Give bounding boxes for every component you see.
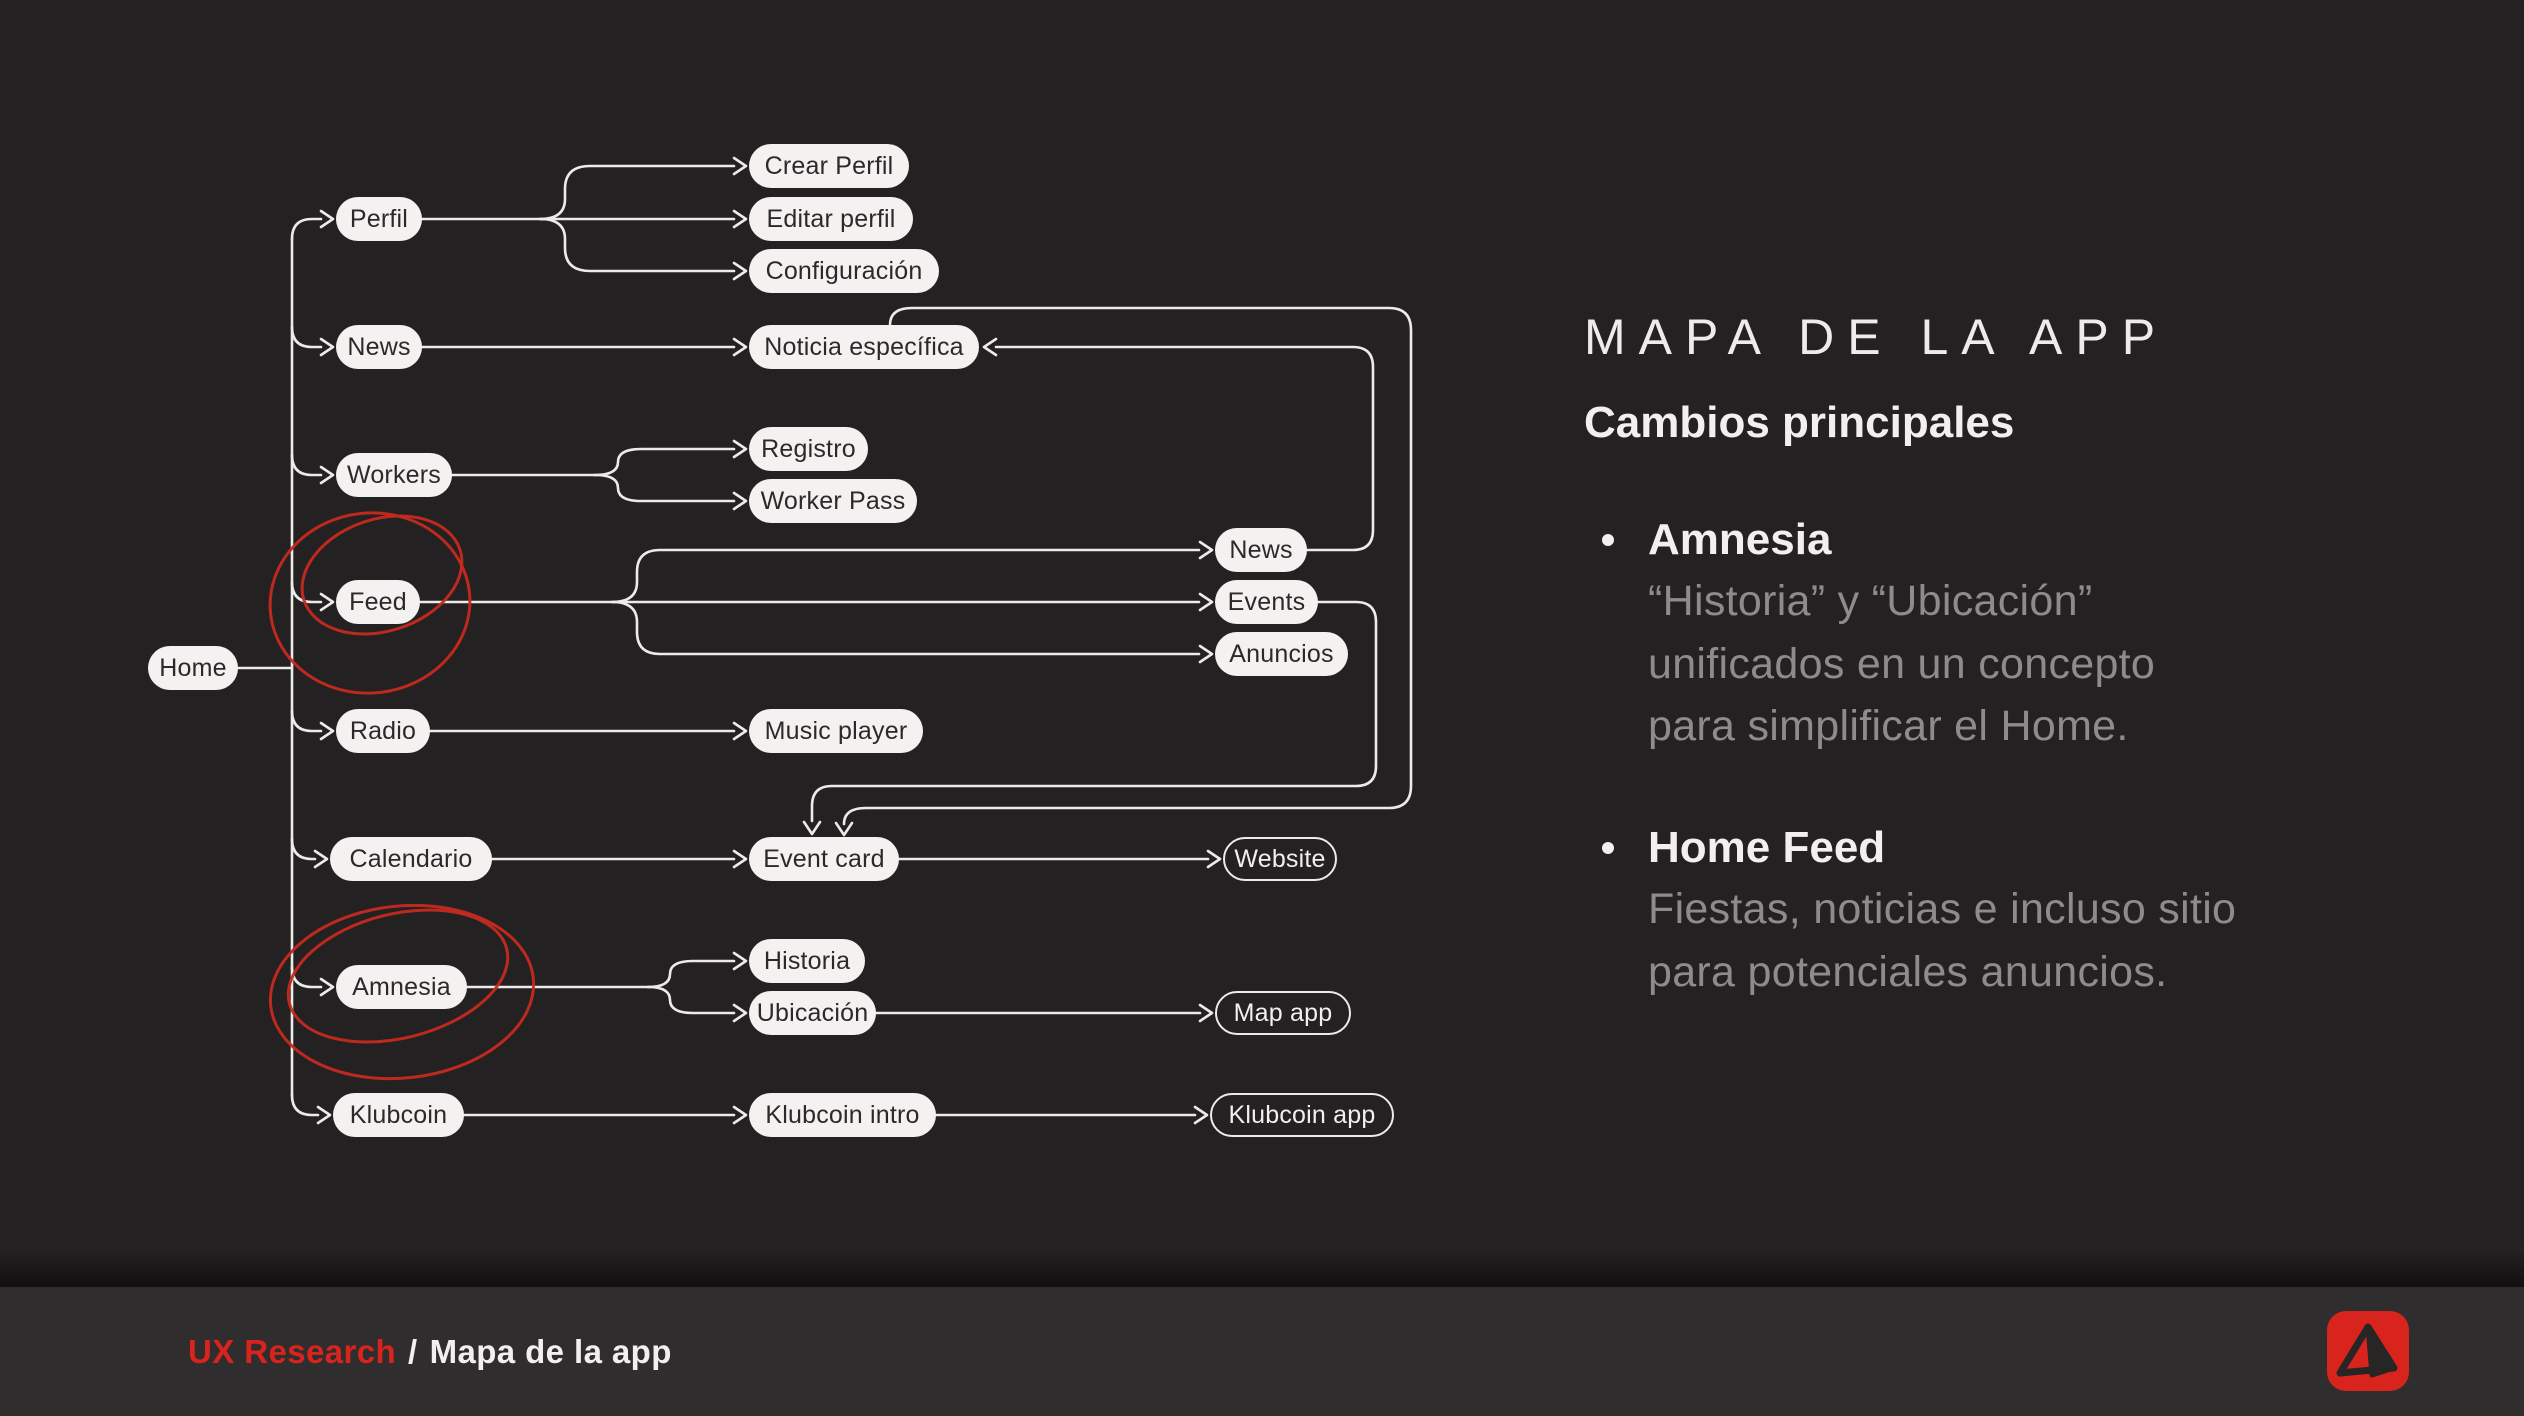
node-ubicacion: Ubicación bbox=[749, 991, 876, 1035]
node-feed-news: News bbox=[1215, 528, 1307, 572]
breadcrumb-section: UX Research bbox=[188, 1332, 397, 1370]
bullet-amnesia: Amnesia “Historia” y “Ubicación” unifica… bbox=[1602, 514, 2464, 758]
red-circle-feed bbox=[268, 511, 472, 695]
node-configuracion: Configuración bbox=[749, 249, 939, 293]
notes-panel: MAPA DE LA APP Cambios principales Amnes… bbox=[1584, 308, 2464, 1068]
page-title: MAPA DE LA APP bbox=[1584, 309, 2169, 365]
node-editar-perfil: Editar perfil bbox=[749, 197, 913, 241]
node-historia: Historia bbox=[749, 939, 865, 983]
node-klubcoin-app: Klubcoin app bbox=[1210, 1093, 1394, 1137]
bullet-dot bbox=[1602, 534, 1614, 546]
node-workers: Workers bbox=[336, 453, 452, 497]
node-music-player: Music player bbox=[749, 709, 923, 753]
footer-bar: UX Research / Mapa de la app bbox=[0, 1287, 2524, 1416]
page-subtitle: Cambios principales bbox=[1584, 398, 2015, 447]
bullet-body: Fiestas, noticias e incluso sitio para p… bbox=[1648, 885, 2237, 996]
node-worker-pass: Worker Pass bbox=[749, 479, 917, 523]
bullet-heading: Home Feed bbox=[1648, 823, 1886, 873]
node-calendario: Calendario bbox=[330, 837, 492, 881]
node-website: Website bbox=[1223, 837, 1337, 881]
node-klubcoin: Klubcoin bbox=[333, 1093, 464, 1137]
bullet-home-feed: Home Feed Fiestas, noticias e incluso si… bbox=[1602, 822, 2464, 1003]
node-perfil: Perfil bbox=[336, 197, 422, 241]
node-registro: Registro bbox=[749, 427, 868, 471]
breadcrumb: UX Research / Mapa de la app bbox=[188, 1287, 672, 1416]
node-noticia-especifica: Noticia específica bbox=[749, 325, 979, 369]
node-klubcoin-intro: Klubcoin intro bbox=[749, 1093, 936, 1137]
red-circle-amnesia bbox=[268, 903, 536, 1081]
node-feed-anuncios: Anuncios bbox=[1215, 632, 1348, 676]
pyramid-logo-icon bbox=[2327, 1311, 2409, 1391]
breadcrumb-separator: / bbox=[408, 1332, 418, 1370]
breadcrumb-page: Mapa de la app bbox=[429, 1332, 672, 1370]
bullet-body: “Historia” y “Ubicación” unificados en u… bbox=[1648, 576, 2156, 751]
node-crear-perfil: Crear Perfil bbox=[749, 144, 909, 188]
node-feed-events: Events bbox=[1215, 580, 1318, 624]
node-amnesia: Amnesia bbox=[336, 965, 467, 1009]
bullet-heading: Amnesia bbox=[1648, 515, 1832, 564]
footer-shadow bbox=[0, 1249, 2524, 1287]
node-home: Home bbox=[148, 646, 238, 690]
node-feed: Feed bbox=[336, 580, 420, 624]
node-event-card: Event card bbox=[749, 837, 899, 881]
bullet-dot bbox=[1602, 842, 1614, 855]
node-map-app: Map app bbox=[1215, 991, 1351, 1035]
node-radio: Radio bbox=[336, 709, 430, 753]
node-news: News bbox=[336, 325, 422, 369]
sitemap-connectors bbox=[236, 156, 1413, 1125]
